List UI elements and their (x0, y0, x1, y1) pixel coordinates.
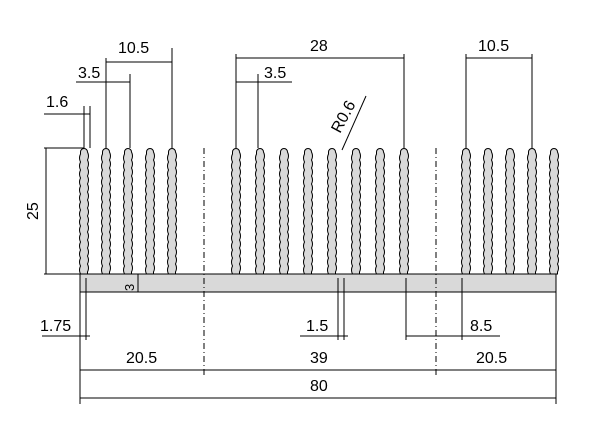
dim-top-center-span: 28 (310, 38, 328, 55)
dim-fin-radius: R0.6 (329, 98, 360, 136)
fin (255, 148, 265, 275)
fin (79, 148, 89, 275)
dim-center-gap: 1.5 (306, 318, 328, 335)
fin (527, 148, 537, 275)
fin (461, 148, 471, 275)
dim-top-left-pitch: 3.5 (78, 65, 100, 82)
fin (327, 148, 337, 275)
dim-fin-thickness: 1.6 (46, 94, 68, 111)
base-plate (79, 273, 557, 293)
dim-top-left-span: 10.5 (118, 40, 149, 57)
dim-center-section: 39 (310, 350, 328, 367)
dim-top-right-span: 10.5 (478, 38, 509, 55)
fin-array (79, 148, 559, 275)
fin (399, 148, 409, 275)
dim-base-thickness: 3 (122, 284, 137, 291)
fin (279, 148, 289, 275)
fin (303, 148, 313, 275)
fin (123, 148, 133, 275)
dim-top-center-pitch: 3.5 (264, 65, 286, 82)
dim-right-section: 20.5 (476, 350, 507, 367)
fin (101, 148, 111, 275)
dim-left-section: 20.5 (126, 350, 157, 367)
fin (505, 148, 515, 275)
dim-left-offset: 1.75 (40, 318, 71, 335)
fin (351, 148, 361, 275)
fin (145, 148, 155, 275)
dim-fin-height: 25 (25, 202, 42, 220)
fin (483, 148, 493, 275)
fin (549, 148, 559, 275)
dim-overall-width: 80 (310, 378, 328, 395)
fin (167, 148, 177, 275)
fin (231, 148, 241, 275)
dim-right-gap: 8.5 (470, 318, 492, 335)
fin (375, 148, 385, 275)
